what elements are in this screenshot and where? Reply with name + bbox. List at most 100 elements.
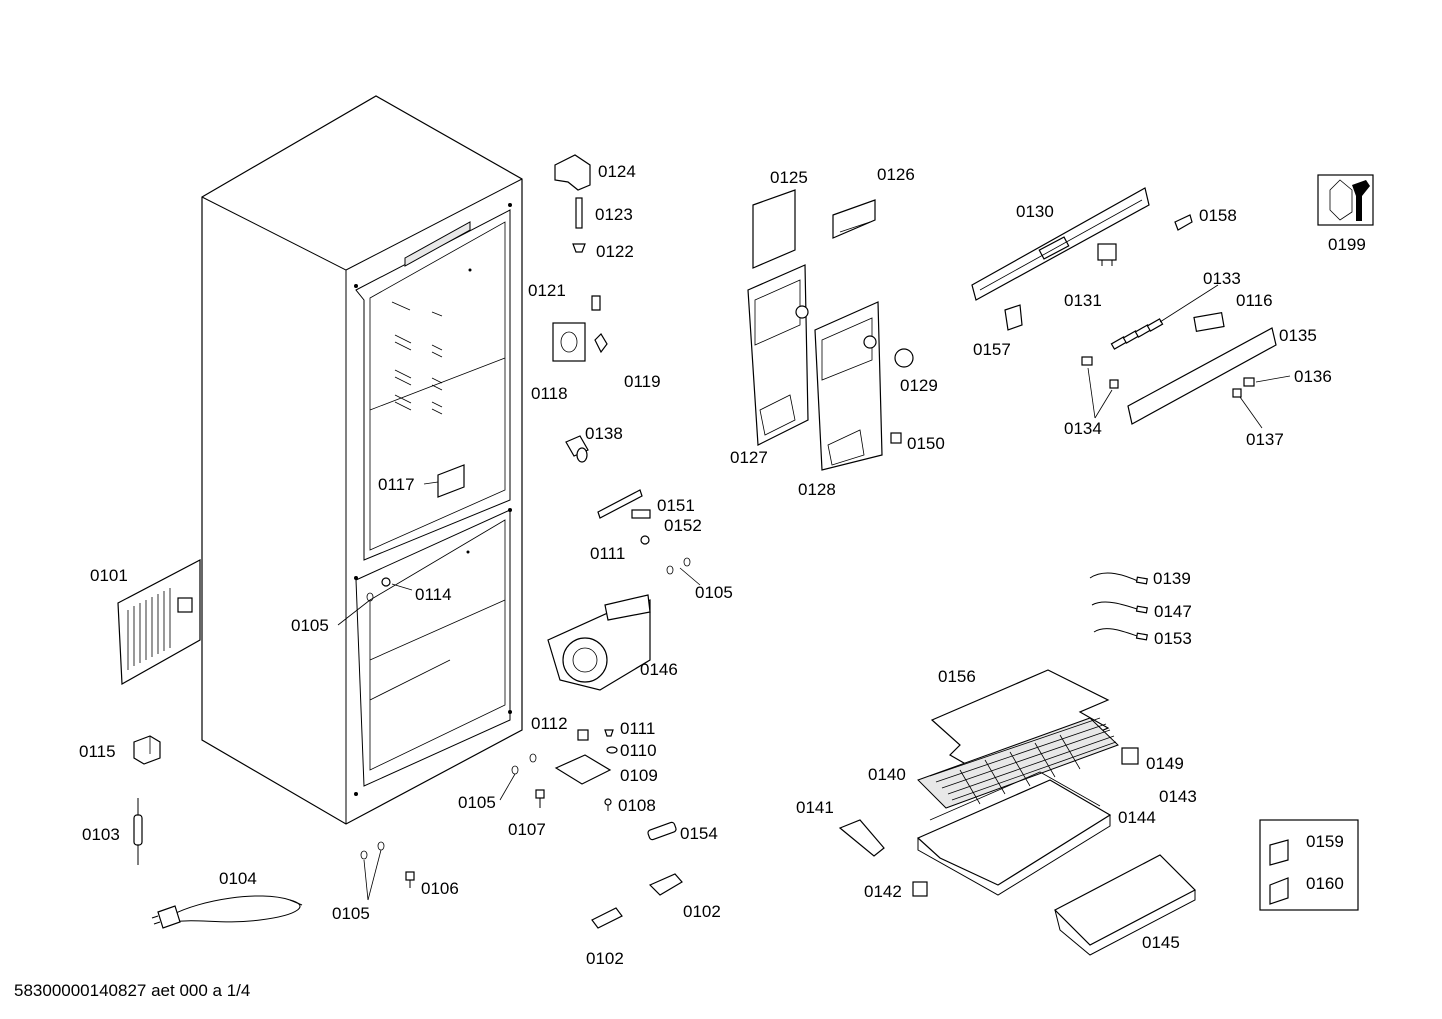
label-0159: 0159 (1306, 832, 1344, 851)
part-clips (1081, 356, 1291, 429)
label-0119: 0119 (624, 372, 661, 391)
part-wires (1089, 572, 1148, 641)
part-panels-top (752, 189, 876, 269)
label-0139: 0139 (1153, 569, 1191, 588)
label-0144: 0144 (1118, 808, 1156, 827)
label-0133: 0133 (1203, 269, 1241, 288)
label-0149: 0149 (1146, 754, 1184, 773)
label-0122: 0122 (596, 242, 634, 261)
label-0145: 0145 (1142, 933, 1180, 952)
label-0102a: 0102 (683, 902, 721, 921)
label-0105a: 0105 (291, 616, 329, 635)
label-0117: 0117 (378, 475, 415, 494)
part-0133-shape (1110, 284, 1219, 350)
part-number-labels: 0101 0102 0102 0103 0104 0105 0105 0105 … (79, 162, 1366, 968)
part-0146-shape (547, 594, 651, 691)
part-0115-shape (133, 735, 161, 765)
part-0105-leaders (337, 557, 701, 901)
part-0138-shape (565, 435, 589, 463)
label-0154: 0154 (680, 824, 718, 843)
part-small-misc (1004, 214, 1193, 331)
label-0156: 0156 (938, 667, 976, 686)
part-0156-shape (930, 669, 1110, 779)
part-0116-shape (1193, 311, 1225, 333)
label-0111a: 0111 (590, 544, 625, 563)
label-0142: 0142 (864, 882, 902, 901)
label-0153: 0153 (1154, 629, 1192, 648)
part-0127-shape (747, 264, 809, 446)
label-0129: 0129 (900, 376, 938, 395)
part-screws (405, 789, 612, 888)
label-0114: 0114 (415, 585, 452, 604)
part-0151-shape (597, 489, 651, 545)
label-0130: 0130 (1016, 202, 1054, 221)
label-0105d: 0105 (332, 904, 370, 923)
label-0103: 0103 (82, 825, 120, 844)
label-0110: 0110 (620, 741, 657, 760)
label-0141: 0141 (796, 798, 834, 817)
part-0135-shape (1127, 327, 1277, 425)
label-0102b: 0102 (586, 949, 624, 968)
label-0127: 0127 (730, 448, 768, 467)
label-0124: 0124 (598, 162, 636, 181)
part-0142-shape (912, 881, 928, 897)
label-0131: 0131 (1064, 291, 1102, 310)
label-0152: 0152 (664, 516, 702, 535)
label-0128: 0128 (798, 480, 836, 499)
label-0138: 0138 (585, 424, 623, 443)
label-0105b: 0105 (695, 583, 733, 602)
part-0128-shape (814, 301, 883, 471)
label-0101: 0101 (90, 566, 128, 585)
part-0141-shape (838, 819, 885, 857)
part-evaporator (917, 717, 1119, 809)
label-0108: 0108 (618, 796, 656, 815)
label-0158: 0158 (1199, 206, 1237, 225)
part-inset-box (1259, 819, 1359, 911)
part-0103-shape (133, 798, 143, 865)
part-0101-shape (117, 559, 201, 685)
label-0109: 0109 (620, 766, 658, 785)
label-0136: 0136 (1294, 367, 1332, 386)
label-0107: 0107 (508, 820, 546, 839)
label-0106: 0106 (421, 879, 459, 898)
part-0144-shape (916, 771, 1112, 896)
wrench-nut-icon (1317, 174, 1374, 226)
label-0115: 0115 (79, 742, 116, 761)
label-0157: 0157 (973, 340, 1011, 359)
label-0105c: 0105 (458, 793, 496, 812)
part-0145-shape (1053, 854, 1197, 956)
label-0111b: 0111 (620, 719, 655, 738)
label-0137: 0137 (1246, 430, 1284, 449)
label-0116: 0116 (1236, 291, 1273, 310)
document-reference: 58300000140827 aet 000 a 1/4 (14, 981, 251, 1000)
label-0143: 0143 (1159, 787, 1197, 806)
label-0151: 0151 (657, 496, 695, 515)
part-0104-shape (151, 895, 303, 929)
label-0121: 0121 (528, 281, 566, 300)
part-0114-shape (381, 577, 413, 591)
label-0104: 0104 (219, 869, 257, 888)
part-0149-shape (1121, 747, 1139, 765)
part-knobs (890, 348, 914, 444)
label-0112: 0112 (531, 714, 568, 733)
label-0135: 0135 (1279, 326, 1317, 345)
label-0146: 0146 (640, 660, 678, 679)
label-0123: 0123 (595, 205, 633, 224)
cabinet-body (201, 95, 523, 825)
part-0154-shape (647, 821, 677, 841)
label-0125: 0125 (770, 168, 808, 187)
label-0150: 0150 (907, 434, 945, 453)
part-hinge-bottom (554, 729, 618, 785)
part-0130-shape (971, 187, 1150, 301)
label-0160: 0160 (1306, 874, 1344, 893)
part-0102-shapes (591, 873, 683, 929)
part-0117-shape (437, 464, 465, 498)
label-0147: 0147 (1154, 602, 1192, 621)
label-0134: 0134 (1064, 419, 1102, 438)
label-0126: 0126 (877, 165, 915, 184)
part-hinge-top (552, 154, 608, 362)
label-0140: 0140 (868, 765, 906, 784)
label-0118: 0118 (531, 384, 568, 403)
label-0199: 0199 (1328, 235, 1366, 254)
